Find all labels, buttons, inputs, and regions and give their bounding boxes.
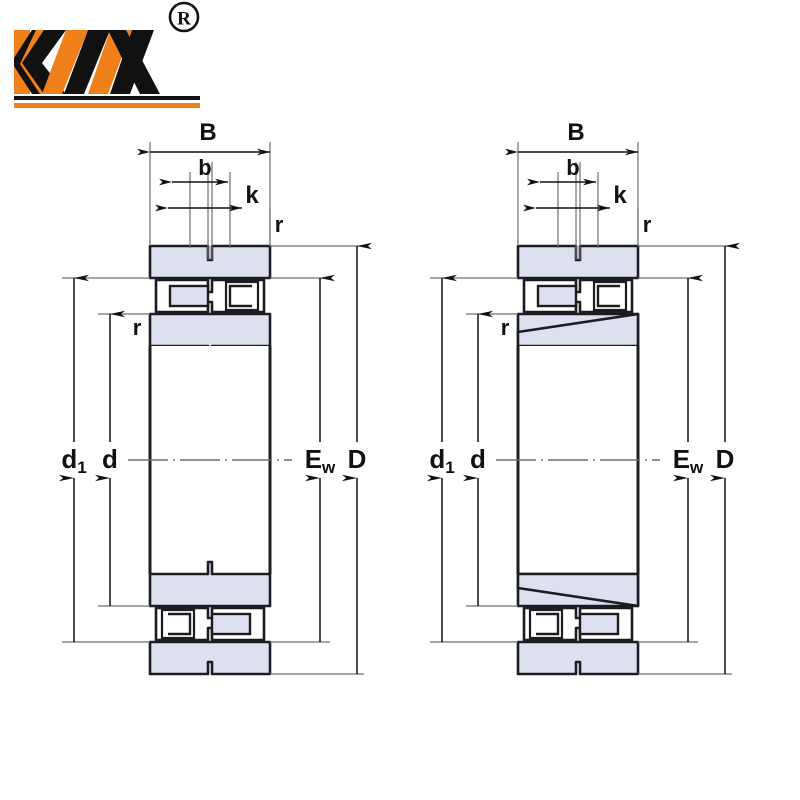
logo-letter-k bbox=[14, 30, 62, 94]
dimension-d1: d1 bbox=[59, 274, 89, 642]
roller-left-bottom bbox=[168, 612, 192, 636]
roller-assembly-bottom-2 bbox=[522, 606, 634, 642]
dimension-b: b bbox=[159, 155, 228, 186]
roller-left-bottom-2 bbox=[536, 612, 560, 636]
dimension-r-top: r bbox=[275, 212, 284, 237]
label-Ew-2: Ew bbox=[673, 444, 704, 477]
label-d-2: d bbox=[470, 444, 486, 474]
dimension-Ew: Ew bbox=[305, 274, 336, 642]
bearing-drawings: B b k r bbox=[0, 120, 800, 800]
label-d1-2: d1 bbox=[429, 444, 454, 477]
label-k: k bbox=[245, 182, 259, 209]
roller-left-top-2 bbox=[536, 284, 578, 308]
logo-letter-y bbox=[42, 30, 110, 94]
label-k-2: k bbox=[613, 182, 627, 209]
roller-right-top bbox=[228, 284, 252, 308]
logo-letter-x bbox=[88, 30, 160, 94]
dimension-k: k bbox=[155, 182, 271, 246]
dimension-d: d bbox=[95, 310, 125, 606]
label-Ew: Ew bbox=[305, 444, 336, 477]
label-B-2: B bbox=[567, 120, 584, 146]
roller-assembly-top bbox=[154, 278, 266, 314]
logo-underline-orange bbox=[14, 103, 200, 108]
dimension-d-2: d bbox=[463, 310, 493, 606]
dimension-d1-2: d1 bbox=[427, 274, 457, 642]
dimension-Ew-2: Ew bbox=[673, 274, 704, 642]
roller-right-bottom bbox=[210, 612, 252, 636]
label-r-top: r bbox=[275, 212, 284, 237]
registered-trademark-icon: R bbox=[168, 1, 200, 33]
label-d: d bbox=[102, 444, 118, 474]
inner-ring-bottom-tapered bbox=[516, 572, 640, 608]
outer-ring-top bbox=[148, 244, 272, 280]
dimension-D-2: D bbox=[710, 242, 740, 674]
roller-assembly-bottom bbox=[154, 606, 266, 642]
outer-ring-bottom-2 bbox=[516, 640, 640, 676]
label-b: b bbox=[198, 155, 211, 180]
dimension-b-2: b bbox=[527, 155, 596, 186]
label-D: D bbox=[348, 444, 367, 474]
label-r-top-2: r bbox=[643, 212, 652, 237]
outer-ring-top-2 bbox=[516, 244, 640, 280]
roller-assembly-top-2 bbox=[522, 278, 634, 314]
dimension-D: D bbox=[342, 242, 372, 674]
label-B: B bbox=[199, 120, 216, 146]
outer-ring-bottom bbox=[148, 640, 272, 676]
right-bearing-diagram: B b k r Ew bbox=[427, 120, 740, 676]
dimension-B-2: B bbox=[505, 120, 638, 156]
label-b-2: b bbox=[566, 155, 579, 180]
company-logo: R bbox=[0, 0, 230, 120]
roller-right-bottom-2 bbox=[578, 612, 620, 636]
label-r-left: r bbox=[133, 315, 142, 340]
logo-letter-k-chevron bbox=[22, 30, 66, 94]
logo-underline-black bbox=[14, 96, 200, 100]
roller-right-top-2 bbox=[596, 284, 620, 308]
label-r-left-2: r bbox=[501, 315, 510, 340]
inner-ring-bottom bbox=[148, 560, 272, 608]
svg-text:R: R bbox=[177, 9, 191, 30]
dimension-B: B bbox=[137, 120, 270, 156]
roller-left-top bbox=[168, 284, 210, 308]
dimension-k-2: k bbox=[523, 182, 639, 246]
left-bearing-diagram: B b k r bbox=[59, 120, 372, 676]
label-d1: d1 bbox=[61, 444, 86, 477]
label-D-2: D bbox=[716, 444, 735, 474]
